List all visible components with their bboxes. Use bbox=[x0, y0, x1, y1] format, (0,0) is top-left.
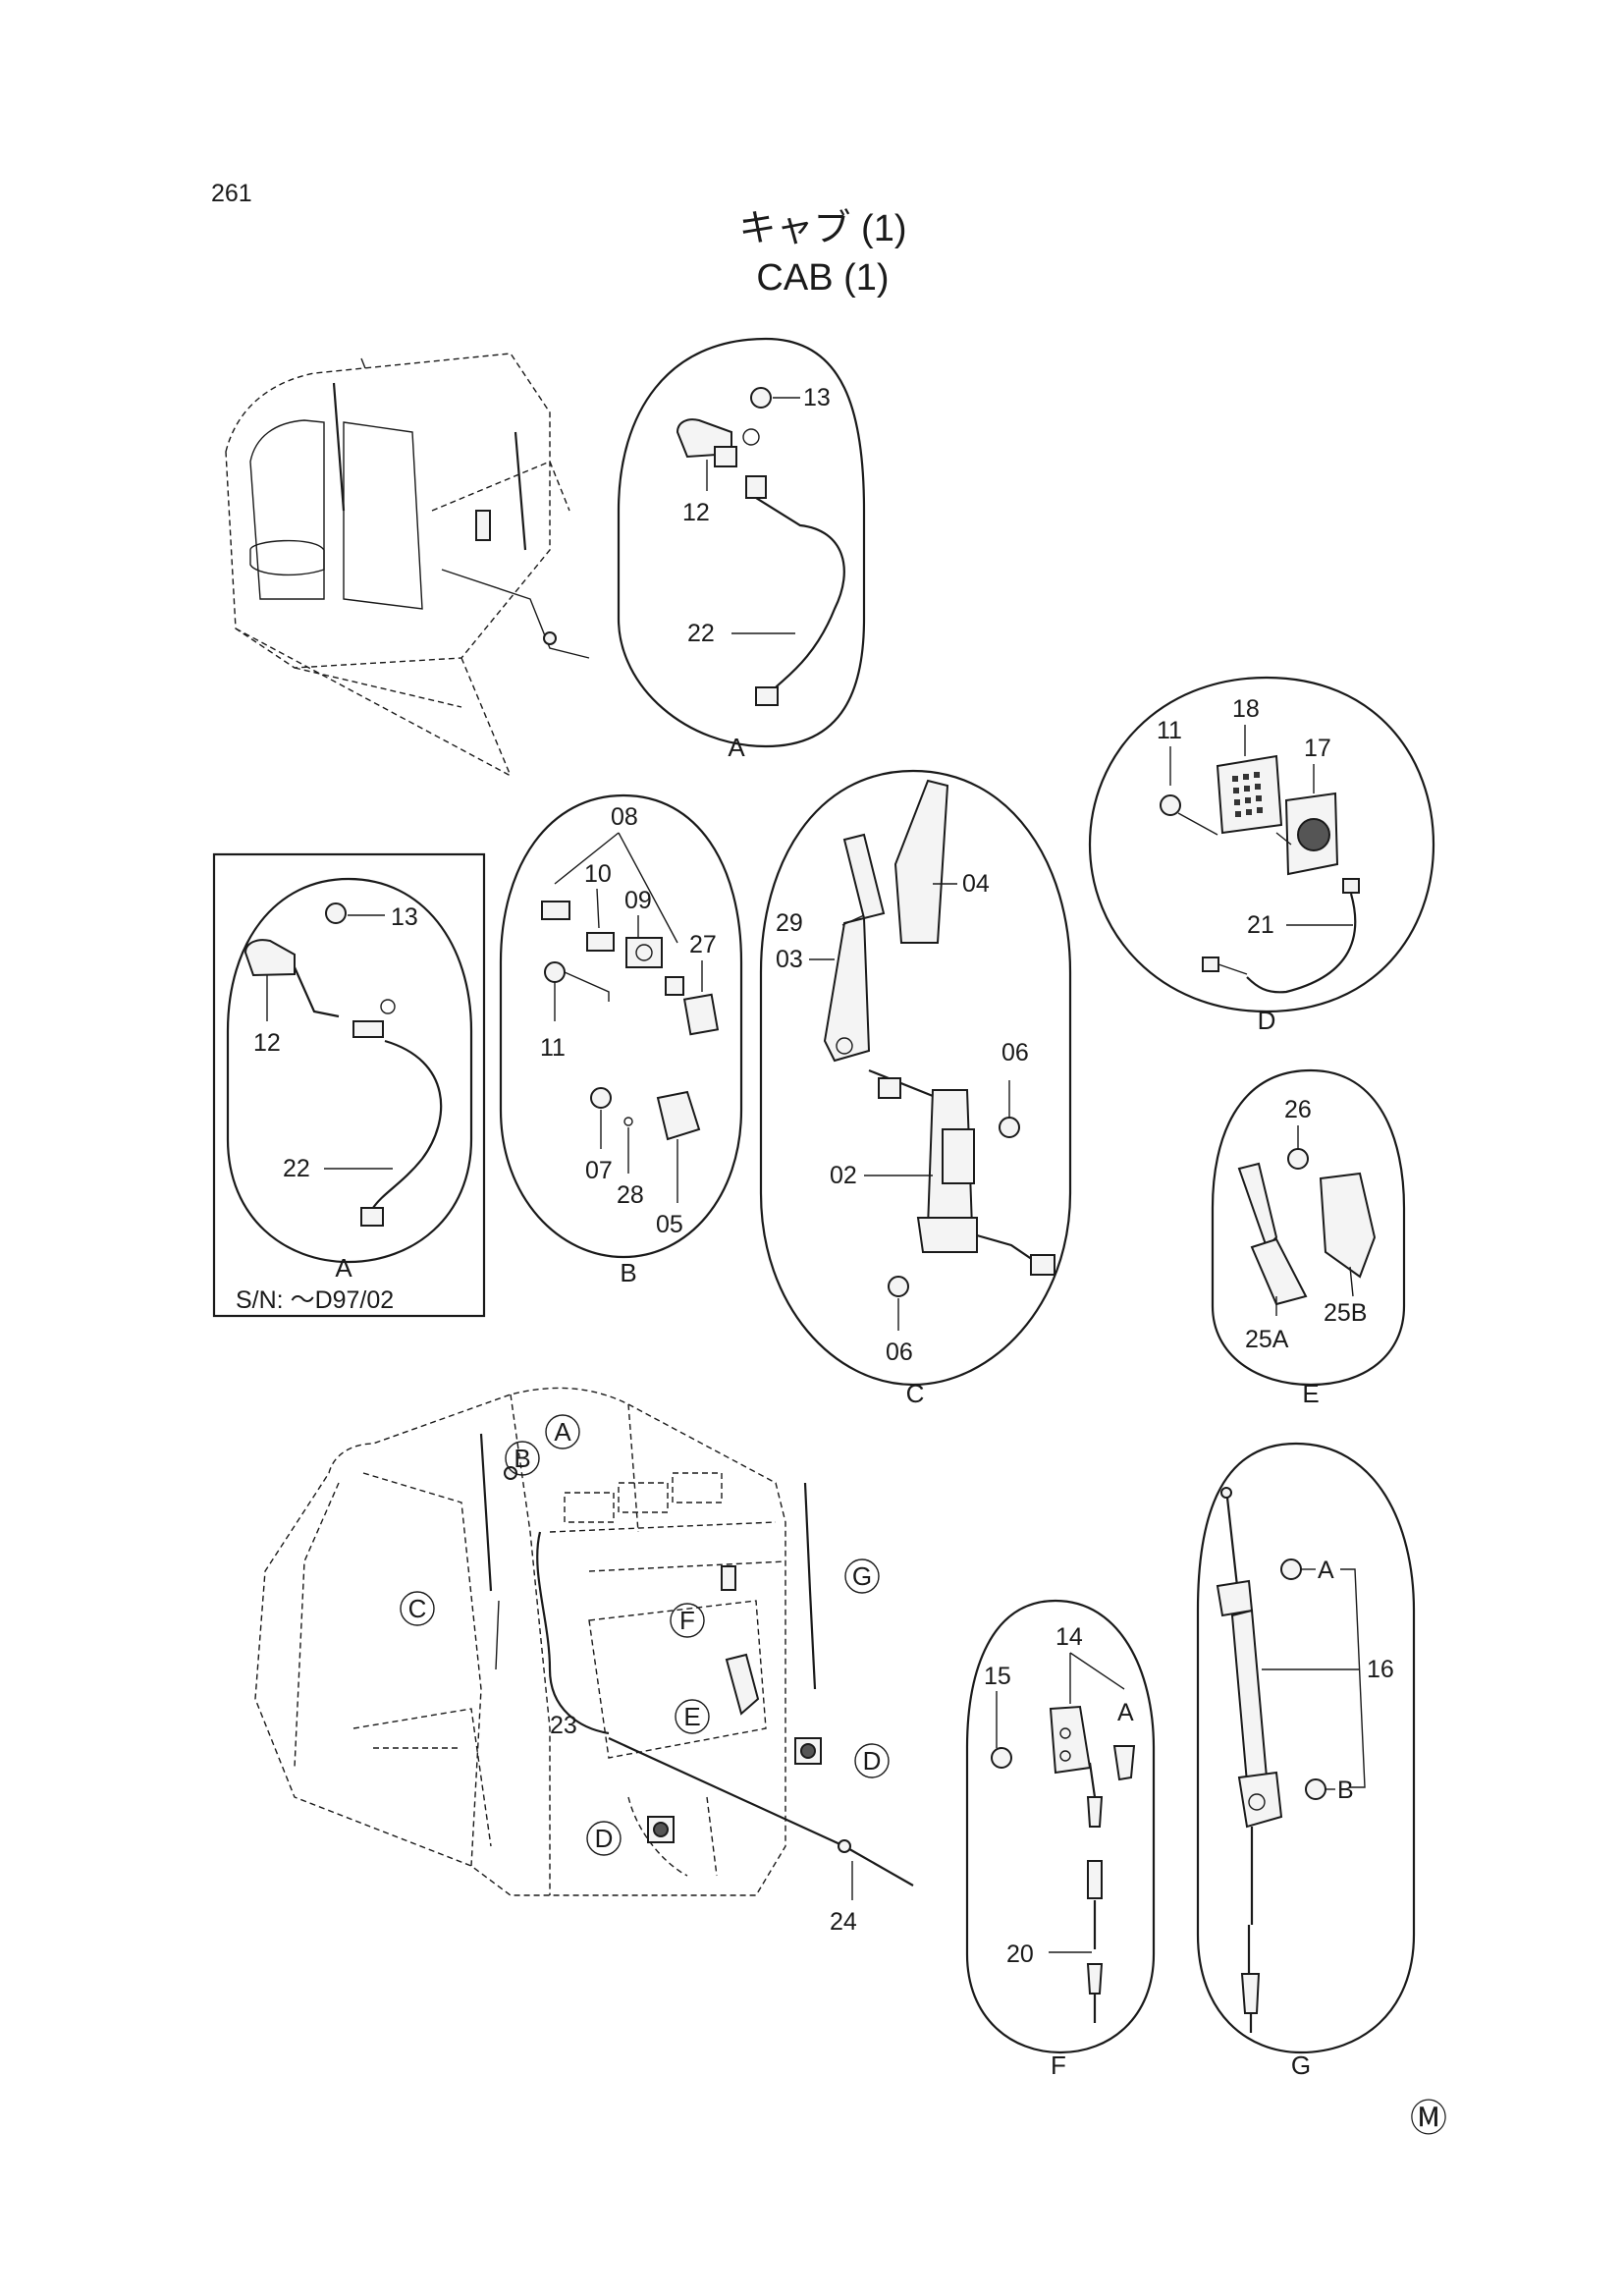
detail-d-label-21: 21 bbox=[1247, 911, 1274, 939]
detail-a-boxed-label-12: 12 bbox=[253, 1029, 281, 1057]
detail-b-label-07: 07 bbox=[585, 1157, 613, 1184]
detail-a-boxed: A S/N: ～D97/02 13 12 22 bbox=[212, 852, 486, 1318]
title-english: CAB (1) bbox=[756, 257, 889, 299]
detail-g-section-letter: G bbox=[1291, 2050, 1311, 2080]
cab-main-view: A B C F G E D D 23 24 bbox=[254, 1387, 914, 1936]
detail-c: C 04 29 03 06 02 06 bbox=[759, 769, 1072, 1408]
detail-a-top-label-12: 12 bbox=[682, 499, 710, 526]
main-callout-d-right: D bbox=[863, 1746, 882, 1776]
detail-b-label-11: 11 bbox=[540, 1034, 566, 1062]
main-label-24: 24 bbox=[830, 1908, 857, 1936]
main-callout-b: B bbox=[514, 1444, 530, 1473]
detail-a-top-label-13: 13 bbox=[803, 384, 831, 411]
main-callout-g: G bbox=[852, 1561, 872, 1591]
detail-f-label-15: 15 bbox=[984, 1663, 1011, 1690]
detail-b-label-08: 08 bbox=[611, 803, 638, 831]
detail-d-label-17: 17 bbox=[1304, 735, 1331, 762]
detail-g-label-a: A bbox=[1318, 1557, 1334, 1584]
detail-a-boxed-label-13: 13 bbox=[391, 903, 418, 931]
detail-c-label-03: 03 bbox=[776, 946, 803, 973]
detail-d-label-11: 11 bbox=[1157, 717, 1182, 744]
detail-f: F 14 15 A 20 bbox=[965, 1599, 1156, 2080]
detail-c-label-02: 02 bbox=[830, 1162, 857, 1189]
detail-c-label-29: 29 bbox=[776, 909, 803, 937]
detail-f-label-14: 14 bbox=[1055, 1623, 1083, 1651]
speaker-grille bbox=[1232, 772, 1263, 817]
manual-mark: Ⓜ bbox=[1410, 2099, 1447, 2140]
detail-a-boxed-section-letter: A bbox=[335, 1253, 352, 1283]
detail-b-section-letter: B bbox=[620, 1258, 636, 1287]
detail-b-label-09: 09 bbox=[624, 887, 652, 914]
detail-a-top: A 13 12 22 bbox=[617, 337, 866, 762]
detail-e-label-25B: 25B bbox=[1324, 1299, 1367, 1327]
detail-f-section-letter: F bbox=[1051, 2050, 1066, 2080]
detail-b-label-27: 27 bbox=[689, 931, 717, 958]
detail-e: E 26 25A 25B bbox=[1211, 1068, 1406, 1408]
detail-c-label-06-top: 06 bbox=[1001, 1039, 1029, 1066]
main-callout-e: E bbox=[683, 1702, 700, 1731]
detail-b-label-05: 05 bbox=[656, 1211, 683, 1238]
main-callout-a: A bbox=[554, 1417, 571, 1447]
detail-g: G A 16 B bbox=[1196, 1442, 1416, 2080]
detail-c-label-06-bottom: 06 bbox=[886, 1339, 913, 1366]
main-callout-f: F bbox=[679, 1606, 695, 1635]
main-callout-c: C bbox=[408, 1594, 427, 1623]
detail-g-label-16: 16 bbox=[1367, 1656, 1394, 1683]
detail-d-section-letter: D bbox=[1258, 1006, 1276, 1035]
main-callout-d-left: D bbox=[595, 1824, 614, 1853]
detail-b-label-28: 28 bbox=[617, 1181, 644, 1209]
detail-b: B 08 10 09 27 11 07 28 05 bbox=[499, 793, 743, 1287]
detail-e-label-26: 26 bbox=[1284, 1096, 1312, 1123]
detail-a-boxed-label-22: 22 bbox=[283, 1155, 310, 1182]
main-label-23: 23 bbox=[550, 1712, 577, 1739]
detail-f-label-20: 20 bbox=[1006, 1941, 1034, 1968]
detail-b-label-10: 10 bbox=[584, 860, 612, 888]
page-number: 261 bbox=[211, 180, 252, 207]
cab-overview-small bbox=[225, 353, 590, 777]
detail-d-label-18: 18 bbox=[1232, 695, 1260, 723]
detail-e-label-25A: 25A bbox=[1245, 1326, 1289, 1353]
title-japanese: キャブ (1) bbox=[738, 208, 906, 249]
detail-e-section-letter: E bbox=[1302, 1379, 1319, 1408]
detail-g-label-b: B bbox=[1337, 1777, 1354, 1804]
detail-c-label-04: 04 bbox=[962, 870, 990, 898]
detail-a-top-label-22: 22 bbox=[687, 620, 715, 647]
detail-f-label-a: A bbox=[1117, 1699, 1134, 1726]
detail-a-top-section-letter: A bbox=[728, 733, 745, 762]
detail-d: D 11 18 17 21 bbox=[1088, 676, 1435, 1035]
detail-c-section-letter: C bbox=[906, 1379, 925, 1408]
detail-a-boxed-serial: S/N: ～D97/02 bbox=[236, 1286, 394, 1314]
